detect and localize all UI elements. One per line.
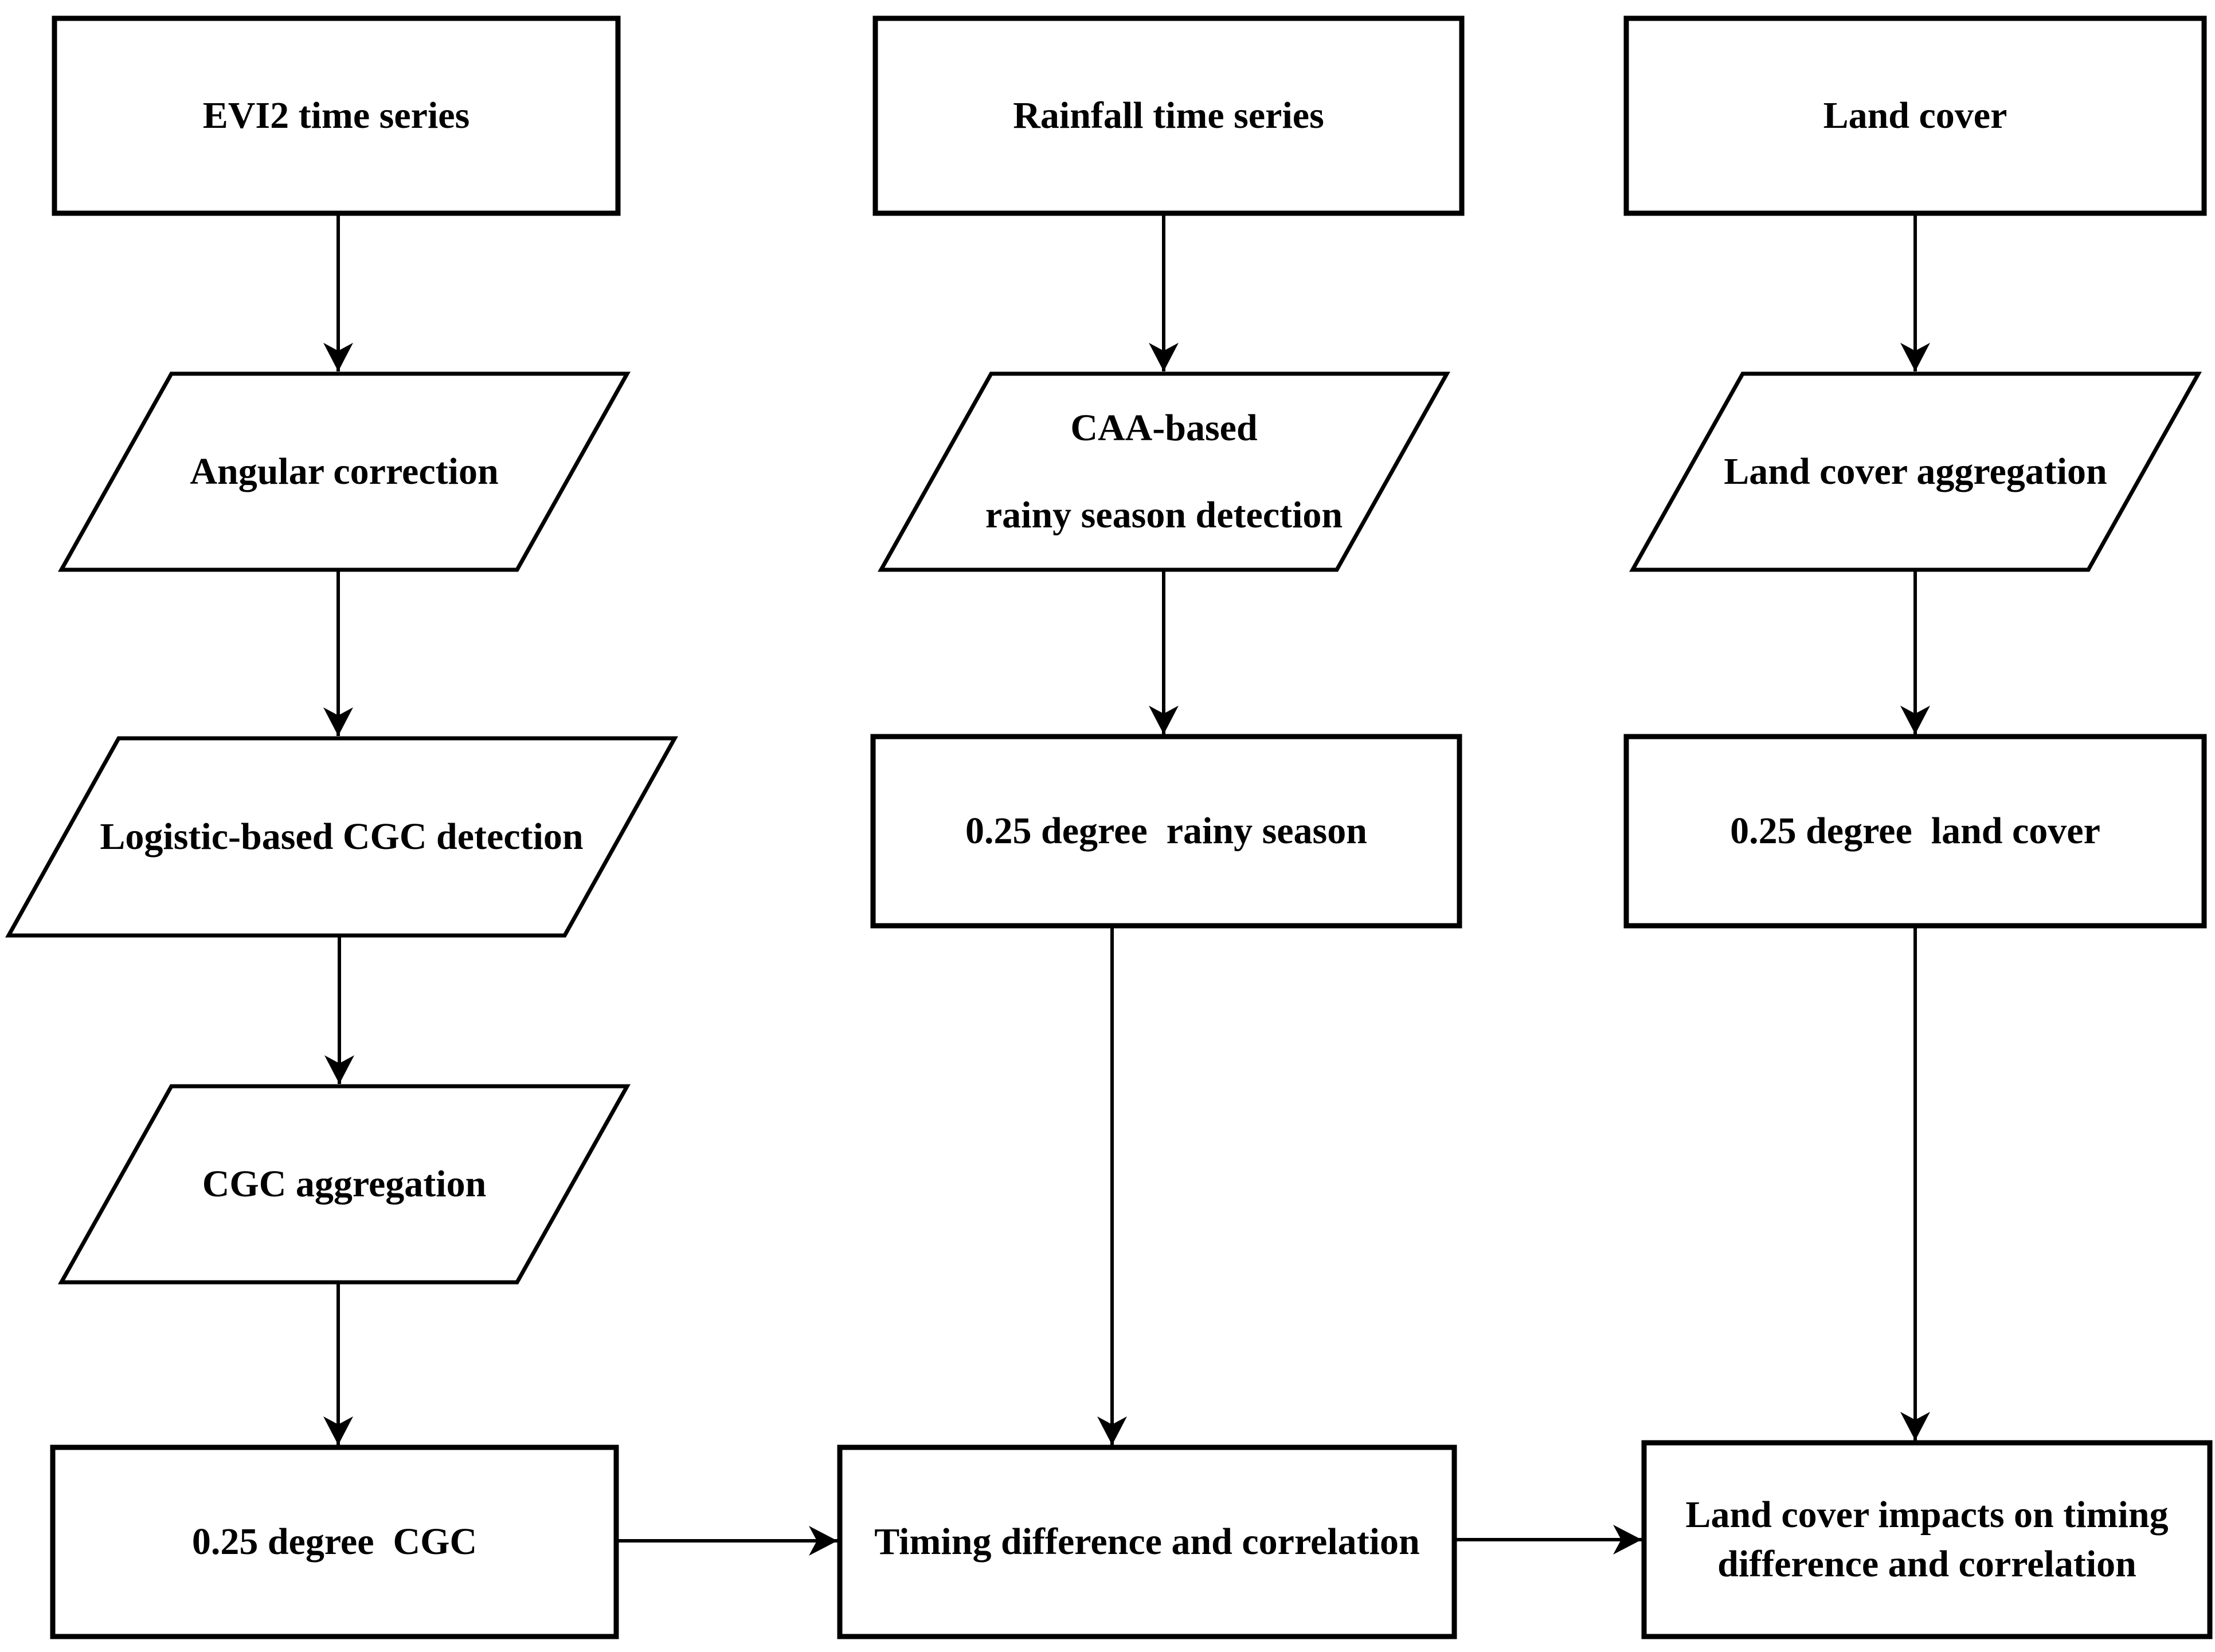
lc-impacts-box xyxy=(1641,1440,2213,1639)
cgc-aggregation-parallelogram xyxy=(58,1084,631,1285)
timing-box xyxy=(837,1444,1457,1639)
land-cover-aggregation-parallelogram xyxy=(1629,371,2202,572)
land-cover-box xyxy=(1623,15,2207,216)
cgc-grid-box xyxy=(50,1444,619,1639)
angular-correction-parallelogram xyxy=(58,371,631,572)
rainfall-box xyxy=(872,15,1465,216)
evi2-box xyxy=(52,15,621,216)
caa-rainy-season-parallelogram xyxy=(878,371,1450,572)
rainy-grid-box xyxy=(870,734,1462,929)
logistic-cgc-detection-parallelogram xyxy=(5,736,678,938)
lc-grid-box xyxy=(1623,734,2207,929)
